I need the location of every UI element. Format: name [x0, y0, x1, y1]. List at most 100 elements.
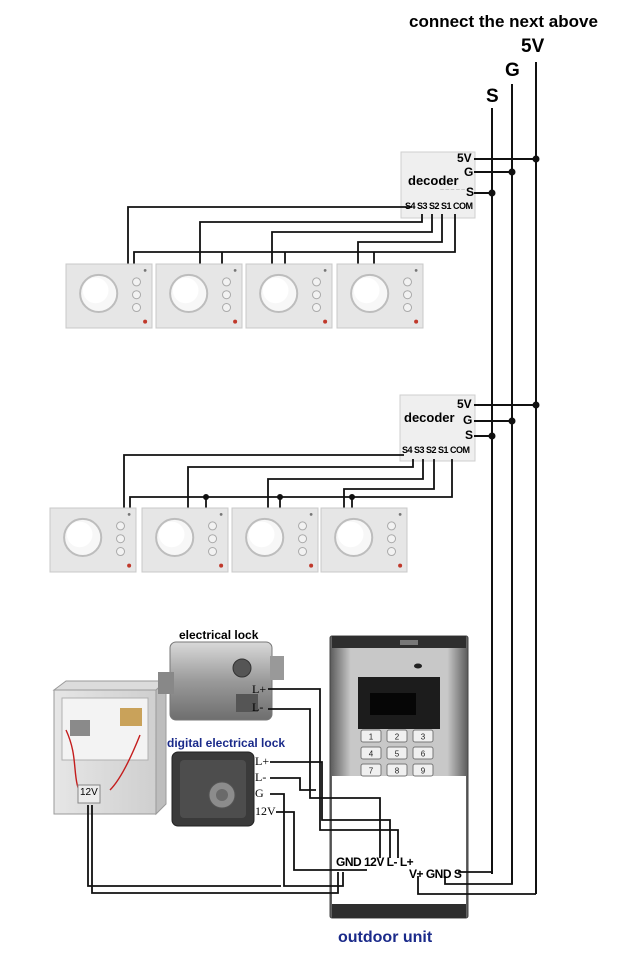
- decoder-bottom: [399, 394, 476, 462]
- digital-lock-pin-plus: L+: [255, 754, 270, 768]
- bus-label-s: S: [486, 86, 499, 107]
- decoder-top-junctions: [488, 155, 540, 197]
- monitor-button: [403, 277, 413, 287]
- monitor-button: [312, 277, 322, 287]
- decoder-bottom-junctions: [488, 401, 540, 440]
- keypad-key: 4: [360, 746, 382, 760]
- outdoor-unit-caption: outdoor unit: [338, 929, 433, 946]
- monitor-led: [219, 563, 224, 568]
- decoder-top-s: S: [466, 185, 475, 199]
- monitor-led: [323, 319, 328, 324]
- decoder-bottom-s: S: [465, 428, 474, 442]
- decoder-bottom-wire-junctions: [203, 494, 355, 500]
- monitor-button: [116, 521, 126, 531]
- indoor-monitors-top: [65, 263, 424, 329]
- keypad-key-label: 6: [421, 750, 426, 759]
- monitor-button: [132, 277, 142, 287]
- keypad-key: 6: [412, 746, 434, 760]
- digital-lock-pin-g: G: [255, 786, 264, 800]
- monitor-button: [116, 534, 126, 544]
- monitor-button: [208, 547, 218, 557]
- keypad-key-label: 9: [421, 767, 426, 776]
- monitor-led: [398, 563, 403, 568]
- decoder-top-bus-links: [474, 158, 536, 194]
- monitor-led: [127, 563, 132, 568]
- keypad-key: 5: [386, 746, 408, 760]
- keypad-key: 1: [360, 729, 382, 743]
- decoder-top-outputs: S4 S3 S2 S1 COM: [405, 201, 473, 211]
- electrical-lock-title: electrical lock: [179, 628, 259, 642]
- monitor-button: [222, 277, 232, 287]
- electrical-lock: [158, 641, 284, 721]
- digital-electrical-lock: [171, 751, 255, 827]
- decoder-bottom-bus-links: [474, 404, 536, 437]
- monitor-button: [116, 547, 126, 557]
- power-supply-box: [52, 679, 168, 816]
- monitor-button: [387, 547, 397, 557]
- monitor-button: [132, 290, 142, 300]
- keypad-key-label: 1: [369, 733, 374, 742]
- keypad-key-label: 7: [369, 767, 374, 776]
- monitor-button: [208, 521, 218, 531]
- decoder-top-output-wires: [127, 206, 456, 264]
- decoder-top: — — — — —: [400, 151, 476, 219]
- transformer-left: [70, 720, 90, 736]
- monitor-button: [222, 290, 232, 300]
- keypad-key-label: 2: [395, 733, 400, 742]
- outdoor-terminals-left: GND 12V L- L+: [336, 855, 414, 869]
- outdoor-keypad: 1 2 3 4 5 6 7 8 9: [360, 729, 434, 777]
- decoder-top-subtext: — — — — —: [440, 187, 465, 192]
- digital-lock-pin-minus: L-: [255, 770, 267, 784]
- keypad-key: 7: [360, 763, 382, 777]
- bus-wires: [491, 62, 537, 894]
- decoder-bottom-name: decoder: [404, 410, 455, 425]
- indoor-monitor: [231, 507, 319, 573]
- keypad-key: 3: [412, 729, 434, 743]
- digital-lock-pin-12v: 12V: [255, 804, 276, 818]
- monitor-button: [312, 303, 322, 313]
- monitor-button: [403, 303, 413, 313]
- decoder-top-name: decoder: [408, 173, 459, 188]
- indoor-monitor: [320, 507, 408, 573]
- outdoor-terminals-right: V+ GND S: [409, 867, 462, 881]
- keypad-key-label: 4: [369, 750, 374, 759]
- power-terminal: [77, 784, 101, 804]
- indoor-monitor: [336, 263, 424, 329]
- transformer-right: [120, 708, 142, 726]
- decoder-bottom-outputs: S4 S3 S2 S1 COM: [402, 445, 470, 455]
- monitor-button: [387, 534, 397, 544]
- monitor-button: [132, 303, 142, 313]
- indoor-monitor: [155, 263, 243, 329]
- keypad-key-label: 5: [395, 750, 400, 759]
- digital-lock-title: digital electrical lock: [167, 736, 286, 750]
- header-title: connect the next above: [409, 12, 598, 31]
- outdoor-lcd: [370, 693, 416, 715]
- electrical-lock-pin-minus: L-: [252, 700, 264, 714]
- monitor-button: [387, 521, 397, 531]
- monitor-button: [312, 290, 322, 300]
- monitor-led: [233, 319, 238, 324]
- monitor-button: [298, 521, 308, 531]
- indoor-monitor: [141, 507, 229, 573]
- bus-label-5v: 5V: [521, 36, 545, 57]
- power-supply-label: 12V: [80, 787, 98, 798]
- keypad-key: 9: [412, 763, 434, 777]
- monitor-button: [222, 303, 232, 313]
- monitor-led: [143, 319, 148, 324]
- lock-power-wires: [87, 688, 536, 895]
- monitor-button: [208, 534, 218, 544]
- monitor-button: [298, 547, 308, 557]
- indoor-monitor: [49, 507, 137, 573]
- decoder-top-g: G: [464, 165, 474, 179]
- indoor-monitors-bottom: [49, 507, 408, 573]
- decoder-bottom-5v: 5V: [457, 397, 472, 411]
- keypad-key: 8: [386, 763, 408, 777]
- keypad-key: 2: [386, 729, 408, 743]
- electrical-lock-pin-plus: L+: [252, 682, 267, 696]
- decoder-bottom-output-wires: [123, 454, 453, 508]
- bus-label-g: G: [505, 60, 520, 81]
- keypad-key-label: 8: [395, 767, 400, 776]
- indoor-monitor: [245, 263, 333, 329]
- monitor-led: [309, 563, 314, 568]
